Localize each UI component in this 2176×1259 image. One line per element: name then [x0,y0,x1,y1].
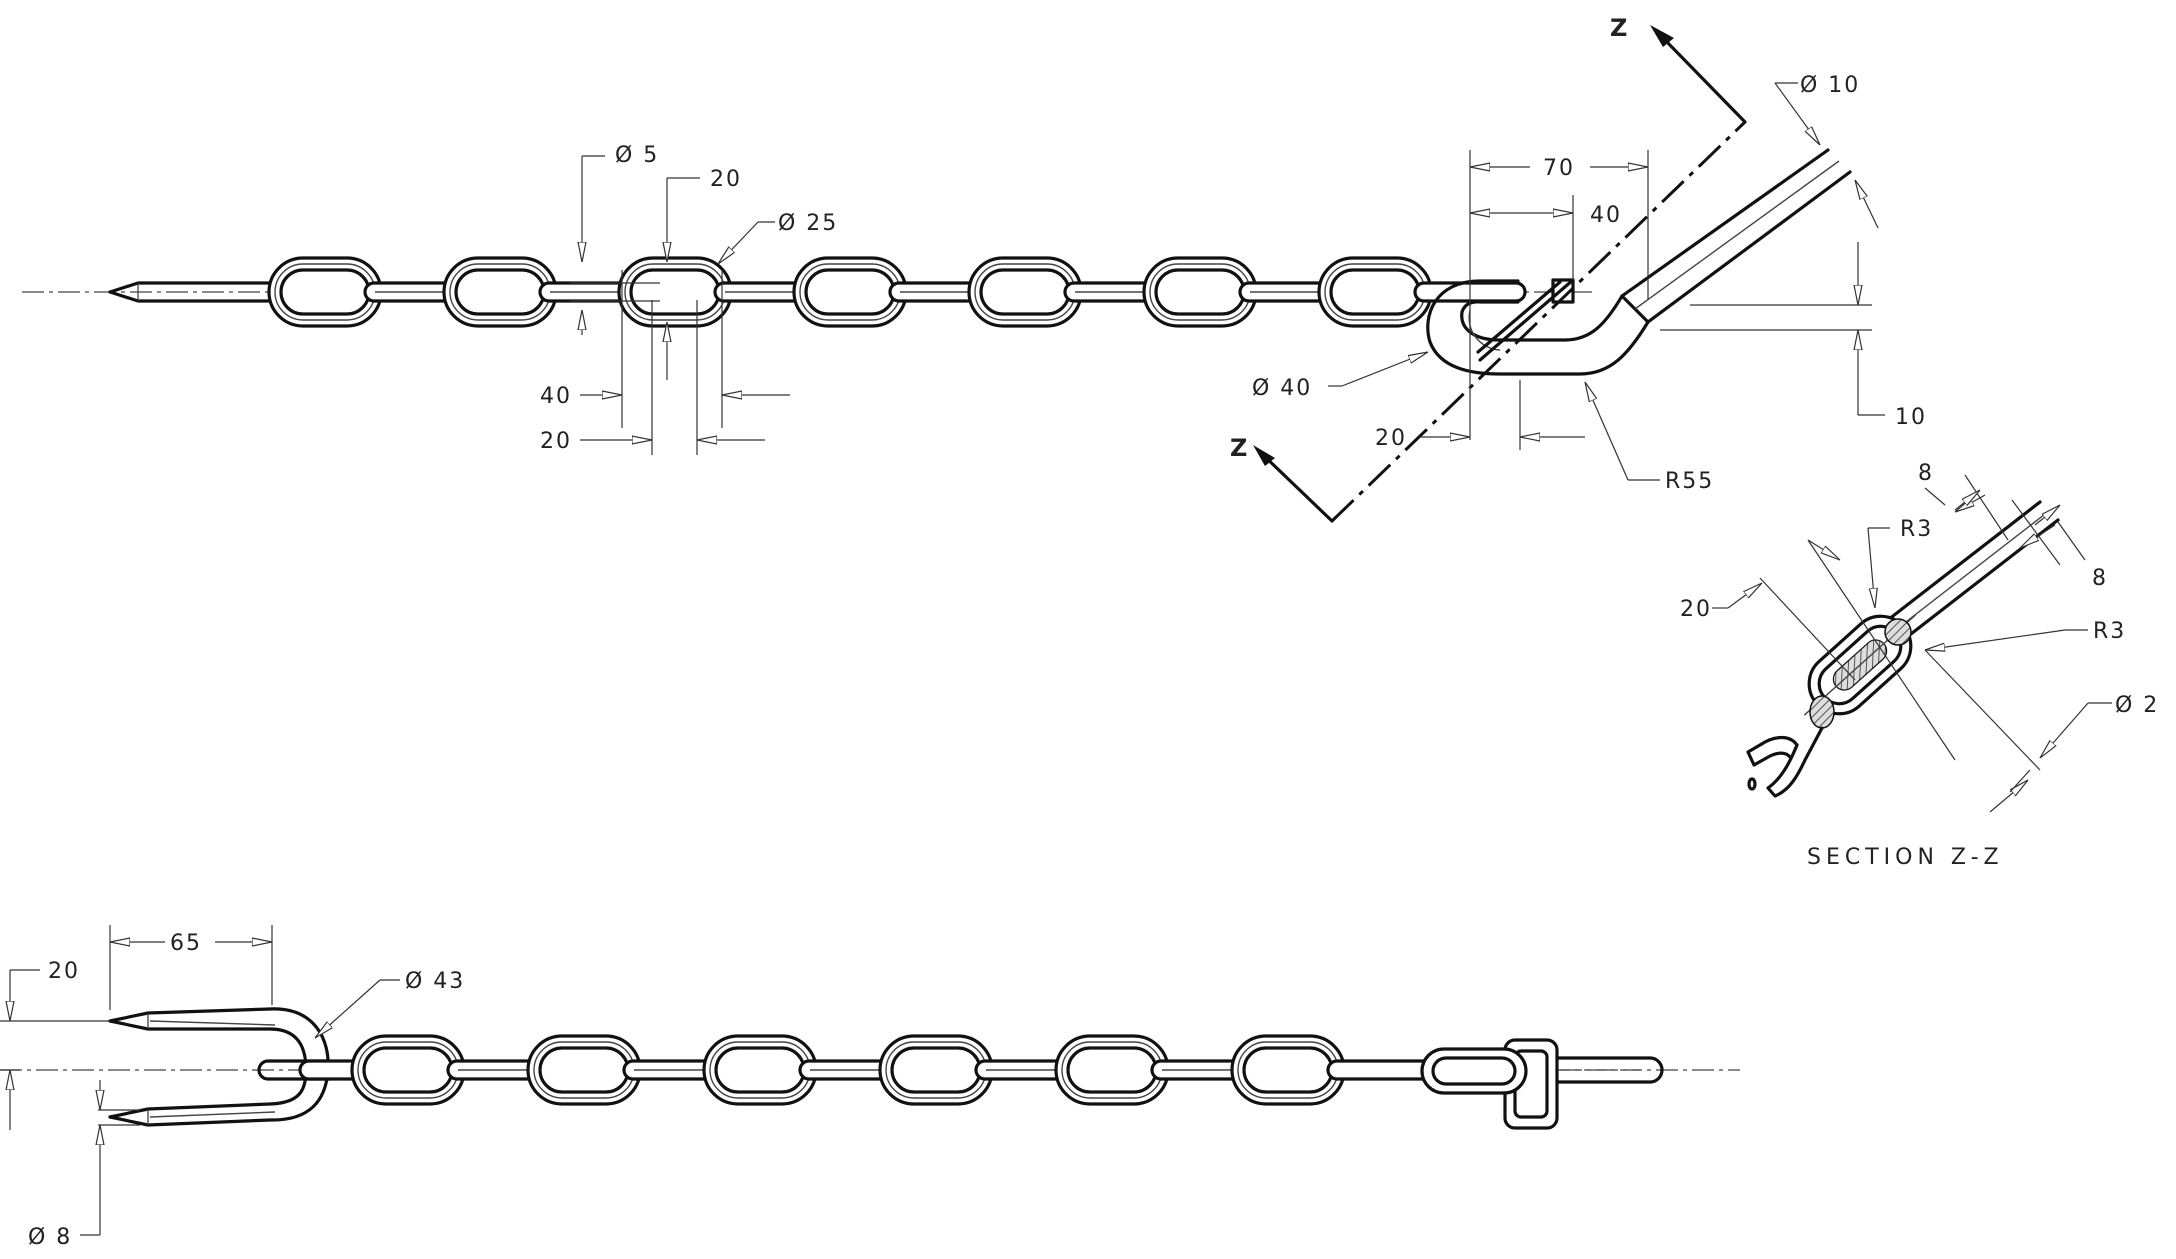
dim-dia-5: Ø 5 [570,143,660,335]
bot-dim-dia-43: Ø 43 [315,969,465,1038]
sec-dim-r3-top: R3 [1807,517,1933,608]
section-mark-z-top: Z [1610,14,1629,42]
dim-10-label: 10 [1895,405,1927,430]
sec-dim-r3-right: R3 [1925,619,2126,650]
sec-dim-dia-2: Ø 2 [2009,693,2159,793]
section-fork [1746,726,1824,798]
bottom-chain-links [298,1034,1440,1106]
dim-dia-10: Ø 10 [1774,73,1879,229]
sec-dim-20: 20 [1680,577,2041,813]
dim-r55-label: R55 [1665,469,1714,494]
section-link [1803,614,1917,716]
dim-len-10: 10 [1660,242,1927,430]
dim-len-70: 70 [1469,150,1649,440]
bottom-end-clip [1420,1038,1664,1130]
bot-dim-20-label: 20 [48,959,80,984]
dim-dia-25-label: Ø 25 [778,211,838,236]
dim-len-20b: 20 [1375,380,1585,451]
bottom-view: 65 20 Ø 43 Ø 8 [0,925,1740,1250]
sec-dim-8a: 8 [1807,461,2009,761]
dim-dia-40: Ø 40 [1252,352,1428,401]
chain-link-cross [446,1059,546,1081]
top-view: Z Z Ø 5 20 Ø 25 [22,14,1927,523]
chain-link [350,1034,466,1106]
sec-dim-8a-label: 8 [1918,461,1934,486]
bot-dim-dia-43-label: Ø 43 [405,969,465,994]
section-line-z: Z Z [1230,14,1747,523]
dim-width-20: 20 [667,167,742,380]
section-mark-z-bottom: Z [1230,434,1249,462]
section-cut-top [1884,618,1912,646]
dim-dia-25: Ø 25 [718,211,838,264]
chain-link [1317,256,1433,328]
sec-dim-20-label: 20 [1680,597,1712,622]
dim-20-label: 20 [710,167,742,192]
bottom-fork [108,1007,332,1127]
dim-40-label: 40 [540,384,572,409]
sec-dim-r3-top-label: R3 [1900,517,1933,542]
dim-len-20: 20 [540,300,765,455]
dim-dia-10-label: Ø 10 [1800,73,1860,98]
section-z-z-view: 8 8 R3 R3 20 [1680,461,2159,870]
dim-len-40b: 40 [1470,195,1622,280]
sec-dim-dia-2-label: Ø 2 [2115,693,2159,718]
dim-40b-label: 40 [1590,203,1622,228]
bot-dim-20: 20 [0,959,110,1130]
section-cut-bottom [1809,695,1835,729]
bot-dim-dia-8-label: Ø 8 [28,1225,72,1250]
top-chain-links [267,256,1527,328]
bot-dim-65: 65 [109,925,273,1010]
dim-70-label: 70 [1543,156,1575,181]
hook [1426,148,1852,376]
dim-20b-label: 20 [540,429,572,454]
dim-r55: R55 [1585,382,1714,494]
section-title: SECTION Z-Z [1807,845,2004,870]
dim-20c-label: 20 [1375,426,1407,451]
dim-len-40: 40 [540,270,790,428]
dim-dia-5-label: Ø 5 [615,143,659,168]
sec-dim-r3-right-label: R3 [2093,619,2126,644]
chain-link-cross [798,1059,898,1081]
bot-dim-dia-8: Ø 8 [28,1080,140,1250]
sec-dim-8b-label: 8 [2092,566,2108,591]
sec-dim-8b: 8 [2011,499,2108,591]
dim-dia-40-label: Ø 40 [1252,376,1312,401]
bot-dim-65-label: 65 [170,931,202,956]
